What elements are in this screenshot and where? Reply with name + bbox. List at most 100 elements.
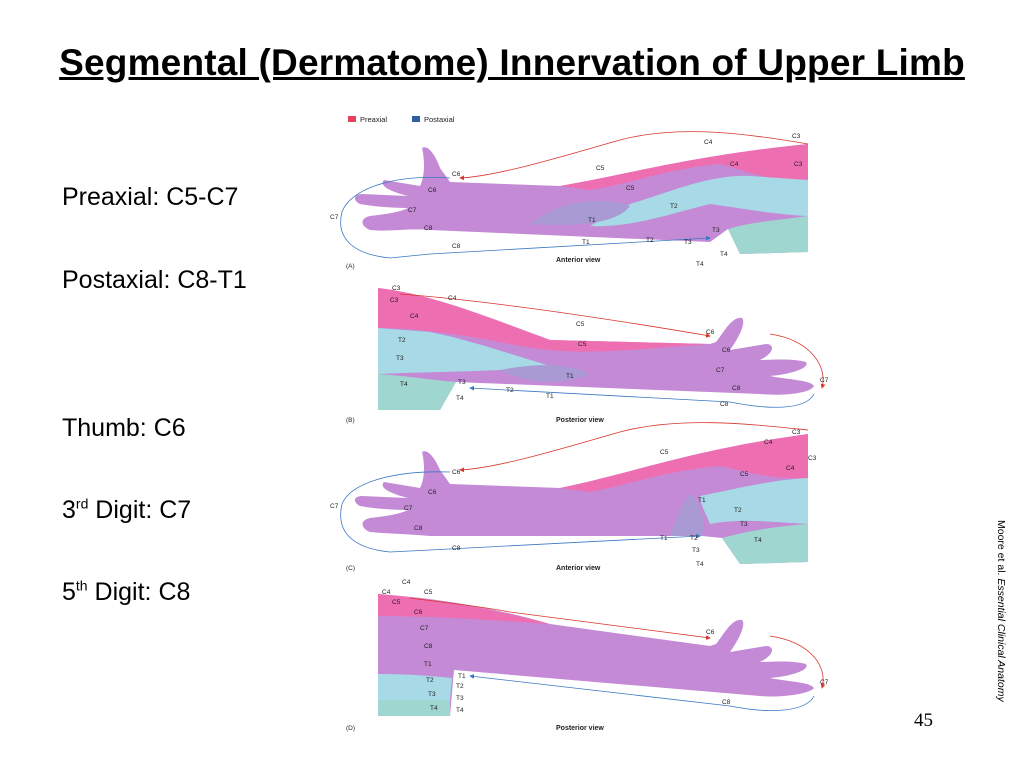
- label-d-c5: C5: [392, 599, 401, 606]
- label-d-t1-outer: T1: [458, 673, 466, 680]
- citation-book: Essential Clinical Anatomy: [995, 578, 1007, 702]
- label-a-t3-outer: T3: [684, 239, 692, 246]
- label-d-c4-outer: C4: [402, 579, 411, 586]
- label-d-t2: T2: [426, 677, 434, 684]
- label-a-c5: C5: [626, 185, 635, 192]
- panel-d-letter: (D): [346, 725, 355, 732]
- label-a-t4-outer: T4: [696, 261, 704, 268]
- label-c-c8-outer: C8: [452, 545, 461, 552]
- figure-legend: Preaxial Postaxial: [348, 115, 455, 124]
- panel-d-view: Posterior view: [556, 725, 604, 732]
- label-a-c4: C4: [730, 161, 739, 168]
- label-a-t1-outer: T1: [582, 239, 590, 246]
- bullet-5th-sup: th: [75, 577, 88, 594]
- bullet-postaxial: Postaxial: C8-T1: [62, 266, 247, 294]
- label-a-c6-outer: C6: [452, 171, 461, 178]
- label-d-c8-outer: C8: [722, 699, 731, 706]
- label-c-t3-outer: T3: [692, 547, 700, 554]
- label-b-c4: C4: [410, 313, 419, 320]
- page-number: 45: [914, 710, 933, 731]
- label-b-c6: C6: [722, 347, 731, 354]
- panel-c-view: Anterior view: [556, 565, 601, 572]
- bullet-3rd-sup: rd: [75, 495, 89, 512]
- arm-d-teal: [378, 700, 450, 716]
- arm-c-pink: [560, 434, 808, 492]
- label-d-t2-outer: T2: [456, 683, 464, 690]
- label-d-t1: T1: [424, 661, 432, 668]
- label-a-c8-outer: C8: [452, 243, 461, 250]
- label-b-c7: C7: [716, 367, 725, 374]
- arm-a-base: [354, 144, 808, 254]
- label-d-t3: T3: [428, 691, 436, 698]
- label-a-c4-outer: C4: [704, 139, 713, 146]
- arm-d-base: [378, 594, 814, 716]
- label-d-t4-outer: T4: [456, 707, 464, 714]
- label-a-c6: C6: [428, 187, 437, 194]
- panel-c-letter: (C): [346, 565, 355, 572]
- label-c-t1: T1: [698, 497, 706, 504]
- label-a-c7-outer: C7: [330, 214, 339, 221]
- bullet-3rd-text: Digit: C7: [88, 496, 192, 524]
- label-c-c4: C4: [786, 465, 795, 472]
- label-a-c5-outer: C5: [596, 165, 605, 172]
- label-d-t4: T4: [430, 705, 438, 712]
- arm-d-red-arrow: [409, 597, 711, 640]
- bullet-thumb-text: Thumb: C6: [62, 414, 186, 442]
- label-c-c8: C8: [414, 525, 423, 532]
- label-d-c4: C4: [382, 589, 391, 596]
- panel-c: C3 C4 C5 C6 C7 C8 T1 T2 T3 T4 C3 C4 C5 C…: [330, 422, 817, 572]
- arm-d-blue-arrow: [469, 674, 815, 711]
- citation: Moore et al. Essential Clinical Anatomy: [993, 520, 1013, 730]
- label-d-t3-outer: T3: [456, 695, 464, 702]
- label-b-c5: C5: [578, 341, 587, 348]
- label-b-t3-outer: T3: [458, 379, 466, 386]
- label-a-c7: C7: [408, 207, 417, 214]
- panel-b-letter: (B): [346, 417, 355, 424]
- label-b-c8-outer: C8: [720, 401, 729, 408]
- arm-b-pink: [378, 288, 710, 352]
- label-c-t1-outer: T1: [660, 535, 668, 542]
- panel-d: C4 C5 C6 C7 C8 T1 T2 T3 T4 C4 C5 C6 C7 C…: [346, 579, 829, 732]
- label-c-c5-outer: C5: [660, 449, 669, 456]
- panel-a-view: Anterior view: [556, 257, 601, 264]
- bullet-3rd-num: 3: [62, 496, 76, 524]
- label-a-t2: T2: [670, 203, 678, 210]
- arm-d-red-arrow-2: [769, 635, 826, 689]
- label-b-t4-outer: T4: [456, 395, 464, 402]
- label-a-t2-outer: T2: [646, 237, 654, 244]
- arm-d-pink: [378, 594, 550, 624]
- arm-b-lavender: [500, 365, 590, 382]
- label-c-c5: C5: [740, 471, 749, 478]
- label-a-c3: C3: [794, 161, 803, 168]
- label-a-c8: C8: [424, 225, 433, 232]
- citation-text: Moore et al. Essential Clinical Anatomy: [995, 520, 1007, 702]
- bullet-3rd-digit: 3rd Digit: C7: [62, 496, 191, 525]
- legend-preaxial-label: Preaxial: [360, 115, 387, 124]
- legend-postaxial-label: Postaxial: [424, 115, 455, 124]
- label-b-c5-outer: C5: [576, 321, 585, 328]
- label-b-t1-outer: T1: [546, 393, 554, 400]
- arm-c-teal: [722, 524, 808, 564]
- arm-a-blue-arrow: [340, 177, 711, 259]
- label-a-t3: T3: [712, 227, 720, 234]
- panel-b-view: Posterior view: [556, 417, 604, 424]
- label-d-c6: C6: [414, 609, 423, 616]
- label-b-t2-outer: T2: [506, 387, 514, 394]
- label-b-c7-outer: C7: [820, 377, 829, 384]
- label-b-c3-outer: C3: [392, 285, 401, 292]
- bullet-thumb: Thumb: C6: [62, 414, 186, 443]
- label-c-c3: C3: [808, 455, 817, 462]
- label-c-t4-outer: T4: [696, 561, 704, 568]
- arm-b-red-arrow-2: [769, 333, 826, 389]
- label-d-c5-outer: C5: [424, 589, 433, 596]
- label-b-t3: T3: [396, 355, 404, 362]
- arm-d-cyan: [378, 674, 452, 700]
- label-c-t3: T3: [740, 521, 748, 528]
- legend-swatch-postaxial: [412, 116, 420, 122]
- label-d-c7-outer: C7: [820, 679, 829, 686]
- bullet-preaxial: Preaxial: C5-C7: [62, 183, 239, 211]
- panel-a: C3 C4 C5 C6 C7 C8 T1 T2 T3 T4 C3 C4 C5 C…: [330, 131, 809, 270]
- label-c-c7-outer: C7: [330, 503, 339, 510]
- slide-title: Segmental (Dermatome) Innervation of Upp…: [59, 42, 965, 83]
- panel-b: C3 C4 C5 C6 C7 C8 T1 T2 T3 T4 C3 C4 C5 C…: [346, 285, 829, 424]
